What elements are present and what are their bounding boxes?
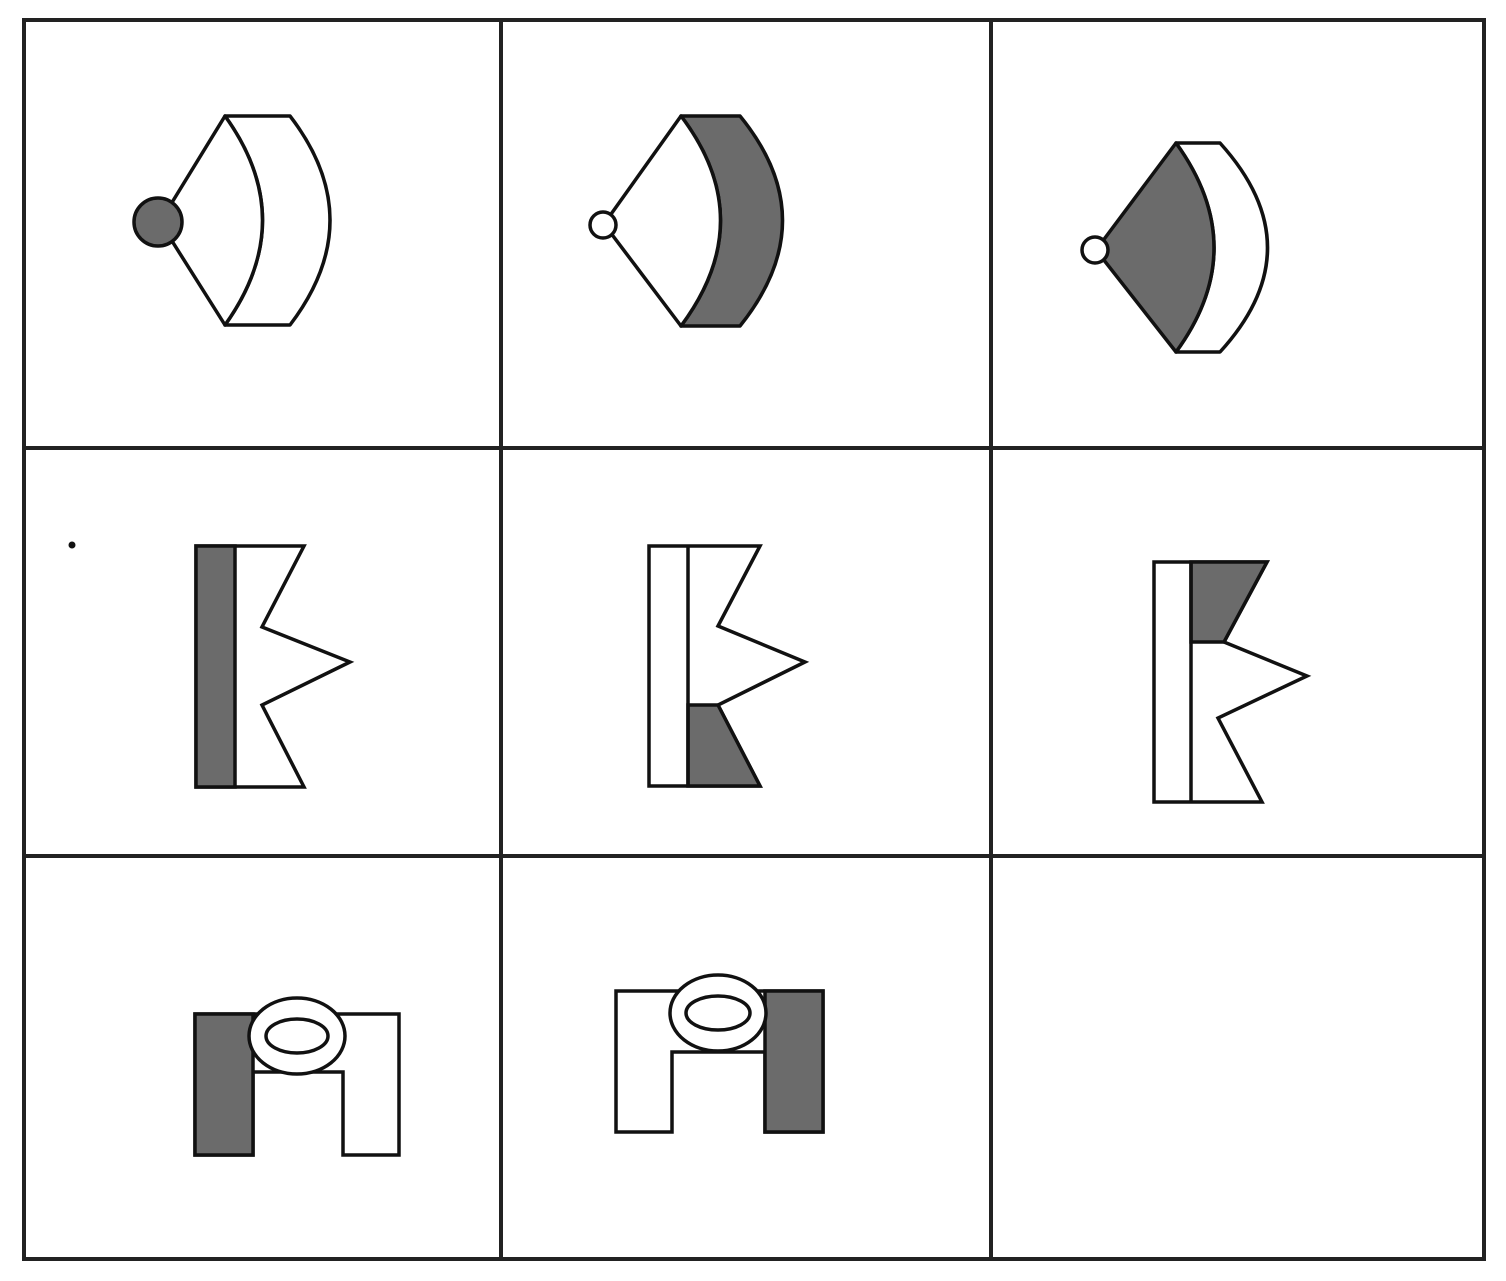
bracket-upper-tooth xyxy=(1189,560,1270,644)
cell-1-1 xyxy=(132,114,332,327)
cell-2-2 xyxy=(647,544,810,788)
bridge-right-leg xyxy=(763,989,825,1134)
cell-1-2 xyxy=(588,114,785,328)
stray-dot xyxy=(68,541,76,549)
fan-circle xyxy=(588,210,618,240)
cell-3-1 xyxy=(193,996,401,1157)
fan-body xyxy=(602,114,723,328)
grid-lines xyxy=(22,18,1486,1261)
bridge-ring-inner xyxy=(264,1017,330,1055)
cell-1-3 xyxy=(1080,141,1270,354)
bridge-ring-inner xyxy=(684,994,752,1032)
cell-2-1 xyxy=(194,544,355,789)
cell-3-3-blank xyxy=(993,858,1482,1257)
bracket-left-strip xyxy=(194,544,237,789)
bridge-left-leg xyxy=(193,1012,255,1157)
grid-outer-border xyxy=(22,18,1486,1261)
fan-circle xyxy=(132,196,184,248)
cell-2-3 xyxy=(1152,560,1312,804)
bracket-lower-tooth xyxy=(686,703,763,788)
cell-3-2 xyxy=(614,973,825,1134)
fan-body xyxy=(158,114,265,327)
fan-circle xyxy=(1080,235,1110,265)
fan-body xyxy=(1094,141,1216,354)
